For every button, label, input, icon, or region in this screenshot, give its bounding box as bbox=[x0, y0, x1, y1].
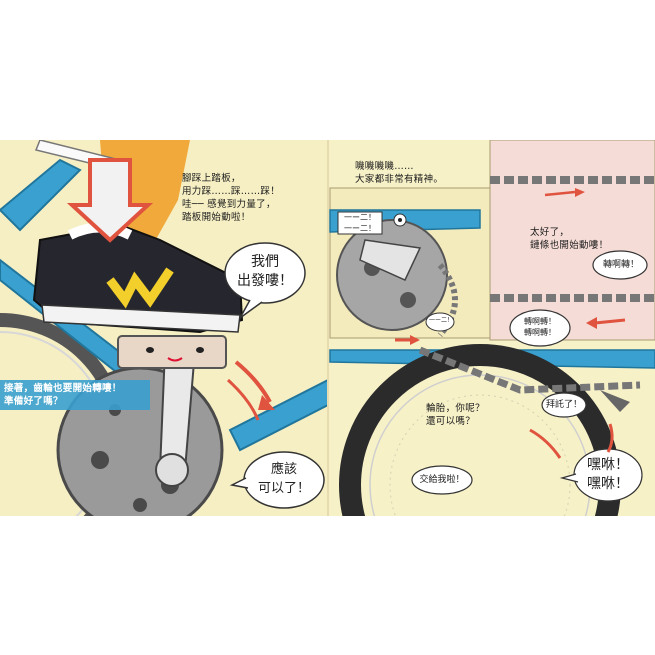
caption-band bbox=[0, 380, 150, 410]
book-spread: 腳踩上踏板， 用力踩……踩……踩！ 哇── 感覺到力量了， 踏板開始動啦！ 我們… bbox=[0, 140, 655, 516]
bubble-go-shape bbox=[224, 242, 306, 304]
bubble-leave-it: 交給我啦！ bbox=[419, 475, 465, 485]
caption-pedal: 腳踩上踏板， 用力踩……踩……踩！ 哇── 感覺到力量了， 踏板開始動啦！ bbox=[182, 173, 281, 223]
bubble-chain-spin2: 轉啊轉！ 轉啊轉！ bbox=[524, 317, 556, 337]
caption-gear: 接著，齒輪也要開始轉嘍！ 準備好了嗎？ bbox=[4, 383, 122, 407]
caption-top: 嘰嘰嘰嘰…… 大家都非常有精神。 bbox=[355, 161, 444, 185]
bubble-please: 拜託了！ bbox=[545, 400, 582, 410]
arrow-down bbox=[66, 158, 154, 243]
bubble-chain-spin: 轉啊轉！ bbox=[602, 260, 639, 270]
bubble-please-shape bbox=[541, 392, 587, 418]
bubble-leave-shape bbox=[411, 465, 473, 495]
bubble-heave: 嘿咻！ 嘿咻！ bbox=[587, 457, 629, 492]
pedal bbox=[117, 335, 227, 369]
small-face-text: 一ー二！ 一ー二！ bbox=[344, 213, 376, 233]
caption-tire: 輪胎，你呢？ 還可以嗎？ bbox=[426, 403, 485, 427]
small-bubble-chain: 一ー二！ bbox=[428, 317, 453, 324]
inset-chain bbox=[489, 140, 655, 341]
illustration bbox=[0, 140, 655, 516]
shoe-logo bbox=[106, 267, 174, 309]
shoe-sole bbox=[41, 304, 241, 333]
arrow-curve-1 bbox=[234, 360, 272, 403]
bubble-go-text: 我們 出發嘍！ bbox=[237, 254, 293, 289]
bubble-spin2-shape bbox=[509, 309, 571, 347]
caption-chain: 太好了， 鏈條也開始動嘍！ bbox=[530, 227, 609, 251]
frame-top bbox=[0, 158, 82, 232]
bubble-spin-shape bbox=[592, 250, 648, 280]
bubble-ok-text: 應該 可以了！ bbox=[257, 462, 310, 496]
